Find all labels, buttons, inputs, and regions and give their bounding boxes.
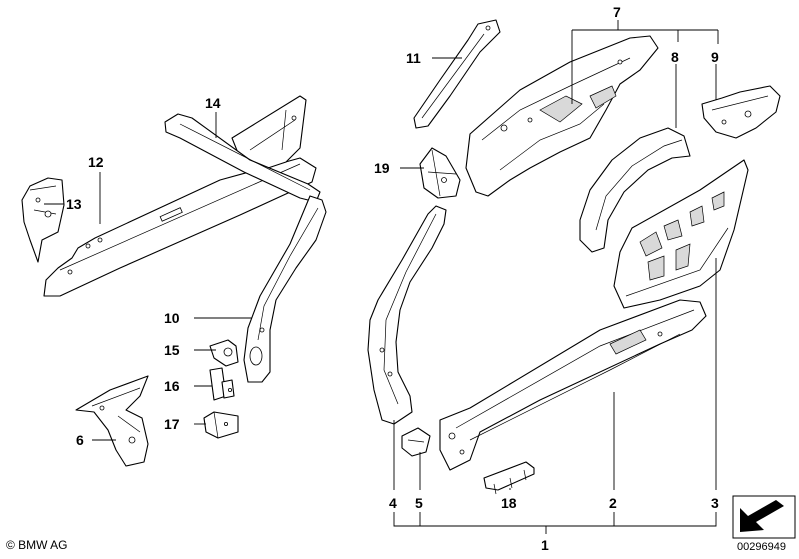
part-14-roof-rail[interactable] <box>164 95 321 203</box>
callout-3: 3 <box>711 495 719 511</box>
callout-7: 7 <box>613 4 621 20</box>
part-8-wheel-arch[interactable] <box>579 127 691 253</box>
part-3-side-panel-rear[interactable] <box>613 159 749 309</box>
callout-9: 9 <box>711 49 719 65</box>
part-15-bracket[interactable] <box>209 339 239 367</box>
callout-11: 11 <box>406 50 421 66</box>
part-5-bracket[interactable] <box>401 427 431 457</box>
callout-18: 18 <box>501 495 517 511</box>
callout-4: 4 <box>389 495 397 511</box>
callout-2: 2 <box>609 495 617 511</box>
callout-1: 1 <box>541 537 549 553</box>
copyright-text: © BMW AG <box>6 538 68 552</box>
document-number: 00296949 <box>737 541 786 553</box>
part-18-bracket[interactable] <box>483 461 535 495</box>
callout-19: 19 <box>374 160 390 176</box>
part-4-pillar[interactable] <box>367 205 447 425</box>
part-7-wheelhouse-inner[interactable] <box>465 35 659 197</box>
callout-16: 16 <box>164 378 180 394</box>
view-direction-arrow-icon <box>732 495 796 539</box>
part-2-side-sill[interactable] <box>439 299 707 471</box>
callout-8: 8 <box>671 49 679 65</box>
callout-14: 14 <box>205 95 221 111</box>
part-9-bracket[interactable] <box>701 85 781 139</box>
callout-12: 12 <box>88 154 104 170</box>
part-16-bracket[interactable] <box>209 367 235 401</box>
part-13-bracket[interactable] <box>21 177 65 263</box>
part-12-side-panel[interactable] <box>43 157 317 297</box>
callout-13: 13 <box>66 196 82 212</box>
callout-15: 15 <box>164 342 180 358</box>
callout-6: 6 <box>76 432 84 448</box>
callout-10: 10 <box>164 310 180 326</box>
callout-5: 5 <box>415 495 423 511</box>
callout-labels: 14 12 13 10 15 16 17 6 11 19 7 8 9 4 5 1… <box>66 4 719 553</box>
part-11-strut[interactable] <box>413 19 501 129</box>
part-19-bracket[interactable] <box>419 147 461 199</box>
part-10-a-pillar[interactable] <box>243 195 327 383</box>
leader-lines <box>44 20 719 534</box>
part-6-reinforcement[interactable] <box>75 375 149 467</box>
part-17-bracket[interactable] <box>203 411 239 439</box>
callout-17: 17 <box>164 416 180 432</box>
